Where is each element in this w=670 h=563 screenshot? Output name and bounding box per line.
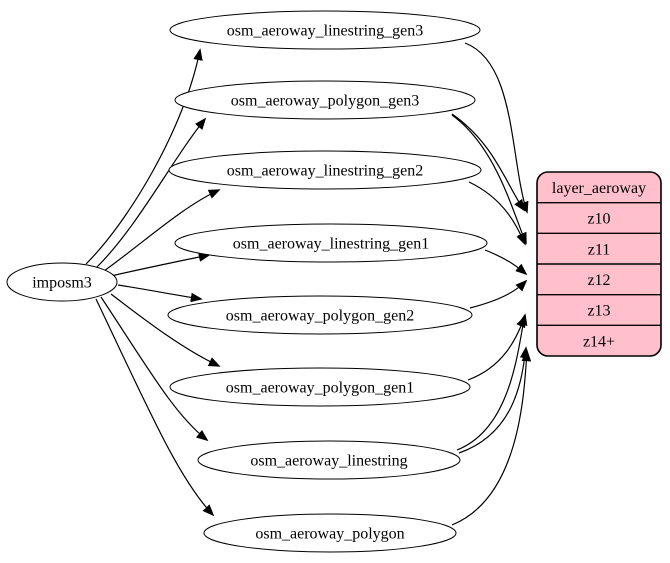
node-label: osm_aeroway_linestring_gen3 (227, 23, 423, 40)
table-node-osm-aeroway-polygon-gen2: osm_aeroway_polygon_gen2 (167, 295, 473, 335)
ellipse-shape (174, 223, 488, 263)
edge-imposm3-to-osm-aeroway-polygon (95, 298, 215, 517)
edge-imposm3-to-osm-aeroway-polygon-gen2 (117, 284, 203, 303)
edge-osm-aeroway-polygon-gen3-to-z11 (451, 114, 527, 245)
ellipse-shape (167, 295, 473, 335)
edge-imposm3-to-osm-aeroway-linestring-gen1 (110, 252, 211, 277)
table-node-osm-aeroway-polygon-gen1: osm_aeroway_polygon_gen1 (169, 367, 471, 407)
zoom-row-z12: z12 (587, 272, 610, 289)
table-node-osm-aeroway-polygon-gen3: osm_aeroway_polygon_gen3 (174, 80, 476, 120)
edge-osm-aeroway-polygon-gen1-to-z13 (467, 315, 526, 381)
node-label: osm_aeroway_linestring (250, 453, 407, 470)
edge-imposm3-to-osm-aeroway-polygon-gen3 (96, 117, 207, 268)
ellipse-shape (174, 80, 476, 120)
ellipse-shape (197, 440, 461, 480)
node-label: osm_aeroway_polygon (255, 526, 404, 543)
zoom-row-z11: z11 (588, 241, 611, 258)
table-node-osm-aeroway-linestring-gen2: osm_aeroway_linestring_gen2 (168, 150, 482, 190)
zoom-row-z10: z10 (587, 211, 610, 228)
ellipse-shape (168, 150, 482, 190)
zoom-row-z13: z13 (587, 303, 610, 320)
node-label: imposm3 (32, 275, 92, 292)
edge-osm-aeroway-linestring-gen3-to-z10 (464, 42, 529, 214)
source-node-imposm3: imposm3 (6, 262, 118, 302)
node-label: osm_aeroway_polygon_gen2 (226, 308, 414, 325)
ellipse-shape (169, 367, 471, 407)
edges-to-layer (451, 42, 532, 526)
ellipse-shape (6, 262, 118, 302)
edge-osm-aeroway-linestring-gen1-to-z12 (484, 249, 528, 276)
node-label: osm_aeroway_polygon_gen1 (226, 380, 414, 397)
table-node-osm-aeroway-linestring-gen3: osm_aeroway_linestring_gen3 (169, 10, 481, 50)
edge-osm-aeroway-polygon-to-z14 (451, 349, 532, 526)
edge-osm-aeroway-linestring-to-z13 (456, 313, 528, 451)
edge-osm-aeroway-linestring-gen2-to-z11 (468, 181, 526, 246)
table-node-osm-aeroway-polygon: osm_aeroway_polygon (203, 513, 457, 553)
ellipse-shape (203, 513, 457, 553)
zoom-row-z14: z14+ (583, 333, 615, 350)
edge-osm-aeroway-polygon-gen3-to-z10 (451, 113, 526, 212)
table-node-osm-aeroway-linestring: osm_aeroway_linestring (197, 440, 461, 480)
node-label: osm_aeroway_polygon_gen3 (231, 93, 419, 110)
layer-node-layer-aeroway: layer_aeroway z10 z11 z12 z13 z14+ (536, 171, 662, 357)
edge-imposm3-to-osm-aeroway-linestring-gen3 (85, 48, 203, 265)
layer-title: layer_aeroway (552, 180, 646, 197)
node-label: osm_aeroway_linestring_gen2 (227, 163, 423, 180)
ellipse-shape (169, 10, 481, 50)
edge-osm-aeroway-polygon-gen2-to-z12 (469, 279, 528, 309)
edge-imposm3-to-osm-aeroway-linestring (100, 296, 209, 442)
table-node-osm-aeroway-linestring-gen1: osm_aeroway_linestring_gen1 (174, 223, 488, 263)
edge-imposm3-to-osm-aeroway-polygon-gen1 (110, 293, 221, 367)
node-label: osm_aeroway_linestring_gen1 (233, 236, 429, 253)
edge-imposm3-to-osm-aeroway-linestring-gen2 (103, 189, 221, 272)
edges-from-source (85, 48, 221, 517)
